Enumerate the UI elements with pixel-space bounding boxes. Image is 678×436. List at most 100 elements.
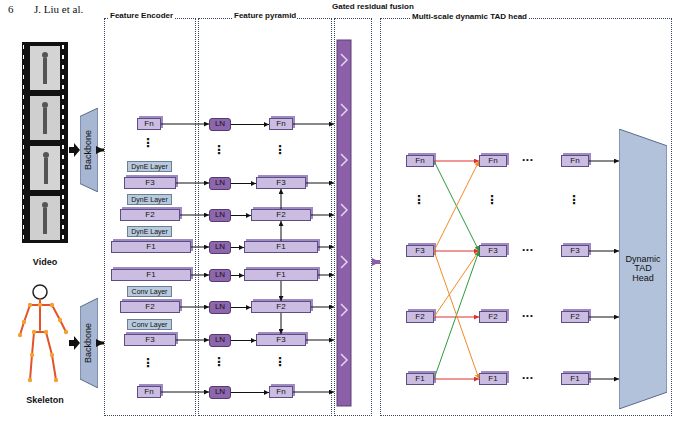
fusion-bar-body	[337, 40, 351, 406]
fusion-chevron	[341, 154, 347, 166]
module-group: Multi-scale dynamic TAD headFnF3F2F1FnF3…	[380, 18, 672, 416]
connector-arrow	[231, 124, 269, 125]
ellipsis: ⋮	[142, 357, 154, 369]
node-label: F1	[276, 243, 285, 251]
feature-map: F3	[256, 177, 306, 189]
ellipsis: ⋮	[213, 356, 225, 368]
input-arrow	[69, 143, 80, 157]
connector-arrow	[434, 379, 479, 380]
skeleton-joint	[22, 320, 26, 324]
ellipsis: •••	[522, 246, 533, 254]
detection-head: Dynamic TAD Head	[619, 129, 667, 409]
connector-arrow	[231, 340, 256, 341]
connector-arrow	[231, 247, 244, 248]
connector-arrow	[434, 161, 479, 162]
connector-arrow	[306, 183, 334, 184]
connector-arrow	[180, 307, 209, 308]
node-label: F2	[145, 303, 154, 311]
person-figure	[42, 202, 48, 208]
node-label: DynE Layer	[131, 196, 168, 203]
connector-arrow	[293, 392, 334, 393]
feature-map: Fn	[479, 155, 507, 167]
feature-map: F1	[111, 269, 191, 281]
connector-arrow	[281, 313, 282, 334]
connector-arrow	[434, 161, 479, 251]
node-label: LN	[215, 120, 225, 128]
fusion-chevron	[341, 204, 347, 216]
node-label: F2	[415, 313, 424, 321]
person-figure	[43, 108, 47, 134]
node-label: F1	[415, 375, 424, 383]
filmstrip-body	[22, 42, 68, 243]
connector-arrow	[434, 317, 479, 318]
node-label: F2	[488, 313, 497, 321]
feature-map: F3	[561, 245, 589, 257]
node-label: F3	[276, 336, 285, 344]
video-filmstrip	[22, 42, 68, 243]
input-arrow	[69, 336, 80, 350]
connector-arrow	[318, 275, 334, 276]
connector-arrow	[176, 340, 209, 341]
feature-map: F2	[120, 209, 180, 221]
feature-map: Fn	[137, 386, 161, 398]
connector-arrow	[589, 251, 619, 252]
filmstrip-perforation	[23, 42, 28, 243]
connector-arrow	[231, 307, 251, 308]
connector-arrow	[434, 251, 479, 379]
connector-arrow	[161, 392, 209, 393]
node-label: F1	[570, 375, 579, 383]
input-label: Video	[33, 258, 57, 267]
node-label: Dynamic TAD Head	[624, 255, 662, 283]
feature-map: F1	[479, 373, 507, 385]
ellipsis: ⋮	[274, 356, 286, 368]
layer-norm-box: LN	[209, 334, 231, 347]
ellipsis: •••	[522, 374, 533, 382]
person-figure	[43, 152, 49, 158]
connector-arrow	[161, 124, 209, 125]
skeleton-joint	[58, 318, 62, 322]
connector-arrow	[191, 275, 209, 276]
node-label: LN	[215, 243, 225, 251]
ellipsis: ⋮	[142, 137, 154, 149]
fusion-chevron	[341, 256, 347, 268]
node-label: Conv Layer	[132, 288, 168, 295]
node-label: F1	[146, 271, 155, 279]
block-shape	[80, 108, 98, 192]
connector-arrow	[434, 251, 479, 379]
skeleton-bone	[52, 305, 66, 332]
connector-arrow	[231, 392, 269, 393]
running-head: J. Liu et al.	[34, 4, 83, 15]
module-group: Gated residual fusion	[334, 18, 372, 416]
ellipsis: ⋮	[486, 194, 498, 206]
fusion-chevron	[341, 354, 347, 366]
fusion-chevron	[341, 54, 347, 66]
node-label: LN	[215, 179, 225, 187]
video-frame	[30, 146, 60, 190]
node-label: F2	[145, 211, 154, 219]
feature-map: Fn	[269, 386, 293, 398]
node-label: F3	[415, 247, 424, 255]
feature-map: F2	[561, 311, 589, 323]
group-title: Feature Encoder	[109, 12, 174, 21]
person-figure	[44, 158, 48, 184]
connector-arrow	[191, 247, 209, 248]
ellipsis: ⋮	[568, 194, 580, 206]
feature-map: Fn	[137, 118, 161, 130]
backbone-block: Backbone	[80, 298, 98, 388]
node-label: LN	[215, 303, 225, 311]
feature-map: Fn	[406, 155, 434, 167]
encoder-layer: DynE Layer	[127, 194, 172, 205]
person-figure	[43, 208, 47, 234]
node-label: Fn	[488, 157, 497, 165]
node-label: DynE Layer	[131, 228, 168, 235]
skeleton-joint	[28, 378, 32, 382]
skeleton-head	[33, 285, 47, 299]
person-figure	[43, 58, 47, 84]
ellipsis: •••	[522, 156, 533, 164]
encoder-layer: DynE Layer	[127, 161, 172, 172]
connector-arrow	[231, 275, 244, 276]
feature-map: Fn	[269, 118, 293, 130]
connector-arrow	[98, 149, 104, 152]
layer-norm-box: LN	[209, 241, 231, 254]
